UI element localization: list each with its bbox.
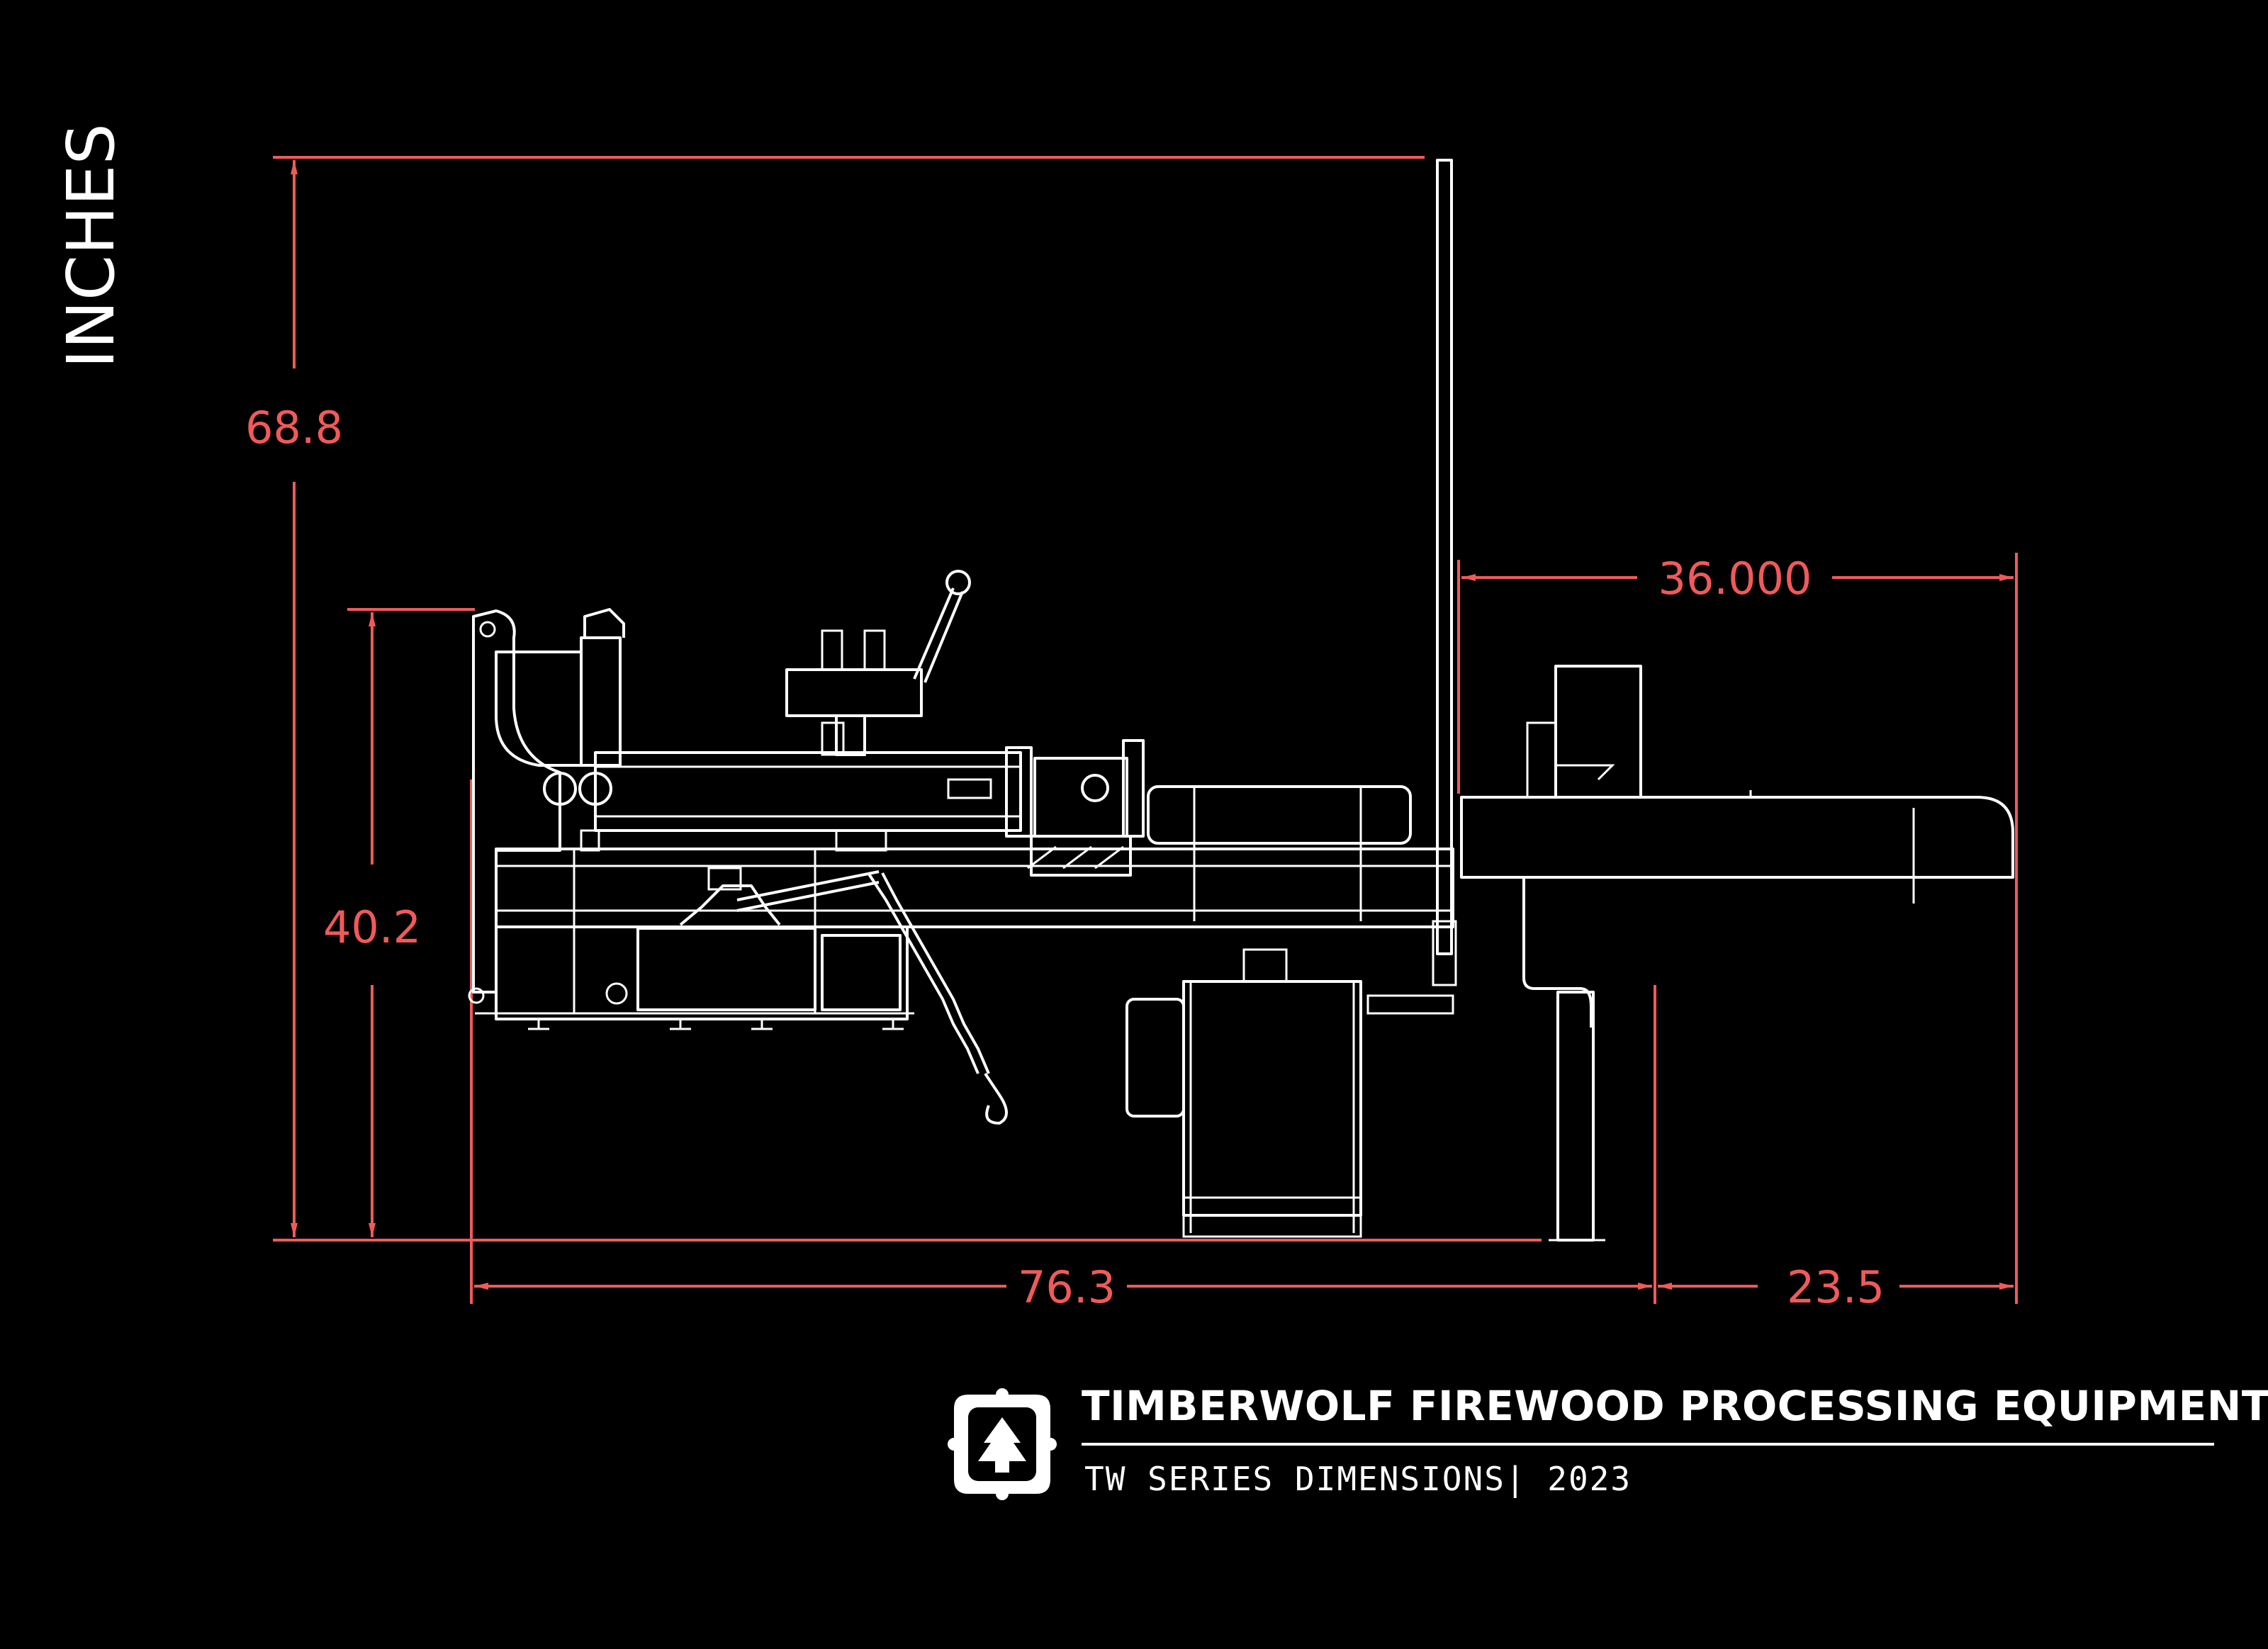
brand-title: TIMBERWOLF FIREWOOD PROCESSING EQUIPMENT	[1082, 1382, 2268, 1430]
valve-handle-2	[924, 591, 964, 683]
table-post	[1554, 665, 1642, 799]
post-latch	[1556, 764, 1615, 781]
brand-subtitle: TW SERIES DIMENSIONS| 2023	[1084, 1460, 1632, 1498]
push-plate-pin	[1081, 774, 1109, 802]
engine-top	[679, 884, 781, 926]
cylinder-gland	[1005, 746, 1033, 838]
chain-hook	[984, 1072, 1008, 1125]
log-cradle	[1147, 785, 1412, 845]
safety-chain	[867, 872, 1008, 1125]
control-linkage	[736, 870, 880, 901]
post-flange	[1526, 721, 1557, 799]
valve-handle-knob	[945, 570, 971, 595]
stand-base	[1182, 1196, 1362, 1238]
table-bracket	[1522, 877, 1593, 1028]
engine-filler	[707, 867, 742, 891]
cylinder-mount	[580, 829, 600, 852]
hitch-pin	[468, 987, 485, 1004]
wedge-guide-marks	[1027, 845, 1124, 869]
cylinder-pivot-2	[578, 772, 612, 806]
wedge-guide	[1030, 835, 1132, 877]
stand-brace	[1366, 994, 1454, 1015]
body-length-label: 76.3	[1018, 1261, 1116, 1313]
support-leg	[1556, 991, 1595, 1242]
control-linkage-2	[736, 881, 880, 912]
cylinder-port	[947, 778, 992, 799]
dimension-labels: 68.8 40.2 36.000 76.3 23.5	[245, 402, 1885, 1313]
frame-height-label: 40.2	[323, 901, 421, 953]
valve-mount	[835, 829, 887, 852]
main-beam	[495, 848, 1454, 928]
filter-elbow	[583, 608, 625, 638]
push-plate	[1122, 739, 1145, 838]
overall-height-label: 68.8	[245, 402, 343, 454]
overhang-label: 23.5	[1787, 1261, 1885, 1313]
log-table	[1460, 796, 2014, 879]
hitch-tongue	[472, 609, 561, 994]
mast-base	[1432, 920, 1457, 986]
control-valve	[785, 629, 923, 756]
hydraulic-cylinder	[594, 751, 1022, 832]
hitch-hole	[479, 621, 496, 638]
tank-cap	[605, 982, 628, 1005]
timberwolf-tree-logo-icon	[948, 1388, 1057, 1500]
fuel-tank	[1125, 998, 1185, 1118]
log-splitter-drawing	[468, 159, 2014, 1242]
lower-chassis	[495, 925, 909, 1020]
table-width-label: 36.000	[1658, 553, 1812, 604]
units-label: INCHES	[53, 123, 129, 368]
chassis-feet	[528, 1019, 904, 1030]
engine-stand	[1182, 980, 1362, 1217]
brand-divider	[1082, 1443, 2214, 1446]
push-plate-block	[1033, 757, 1128, 838]
stand-fitting	[1242, 948, 1288, 983]
pump-housing	[821, 934, 902, 1011]
hydraulic-tank	[636, 927, 816, 1011]
oil-filter-housing	[495, 651, 583, 767]
cylinder-pivot	[543, 772, 577, 806]
dimension-lines	[273, 156, 2018, 1304]
splitter-mast	[1436, 159, 1453, 955]
valve-handle	[913, 587, 955, 680]
filter-body	[580, 636, 622, 767]
